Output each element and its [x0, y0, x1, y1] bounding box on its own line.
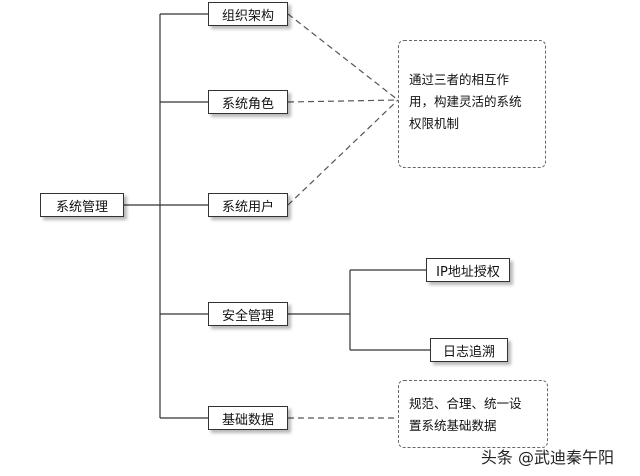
node-ip-auth: IP地址授权	[426, 258, 510, 282]
node-org-label: 组织架构	[221, 8, 274, 24]
note-basedata-line-1: 规范、合理、统一设	[409, 396, 522, 411]
node-root: 系统管理	[40, 193, 124, 217]
node-log-trace-label: 日志追溯	[442, 344, 495, 360]
watermark: 头条 @武迪秦午阳	[480, 448, 614, 467]
dashed-user-note	[287, 99, 399, 206]
node-root-label: 系统管理	[55, 199, 108, 215]
dashed-org-note	[287, 13, 399, 101]
node-role-label: 系统角色	[221, 96, 274, 112]
note-relation-line-3: 权限机制	[409, 116, 460, 131]
node-security-label: 安全管理	[221, 308, 274, 324]
node-basedata-label: 基础数据	[221, 412, 274, 428]
node-role: 系统角色	[208, 90, 288, 114]
node-org: 组织架构	[208, 2, 288, 26]
note-relation-line-2: 用，构建灵活的系统	[409, 94, 522, 109]
note-basedata: 规范、合理、统一设 置系统基础数据	[398, 380, 548, 448]
note-basedata-line-2: 置系统基础数据	[409, 418, 497, 433]
note-relation: 通过三者的相互作 用，构建灵活的系统 权限机制	[398, 40, 546, 168]
node-log-trace: 日志追溯	[430, 338, 508, 362]
node-basedata: 基础数据	[208, 406, 288, 430]
dashed-role-note	[287, 99, 399, 103]
node-ip-auth-label: IP地址授权	[436, 264, 500, 280]
node-user-label: 系统用户	[221, 199, 274, 215]
node-security: 安全管理	[208, 302, 288, 326]
note-relation-line-1: 通过三者的相互作	[409, 72, 510, 87]
node-user: 系统用户	[208, 193, 288, 217]
